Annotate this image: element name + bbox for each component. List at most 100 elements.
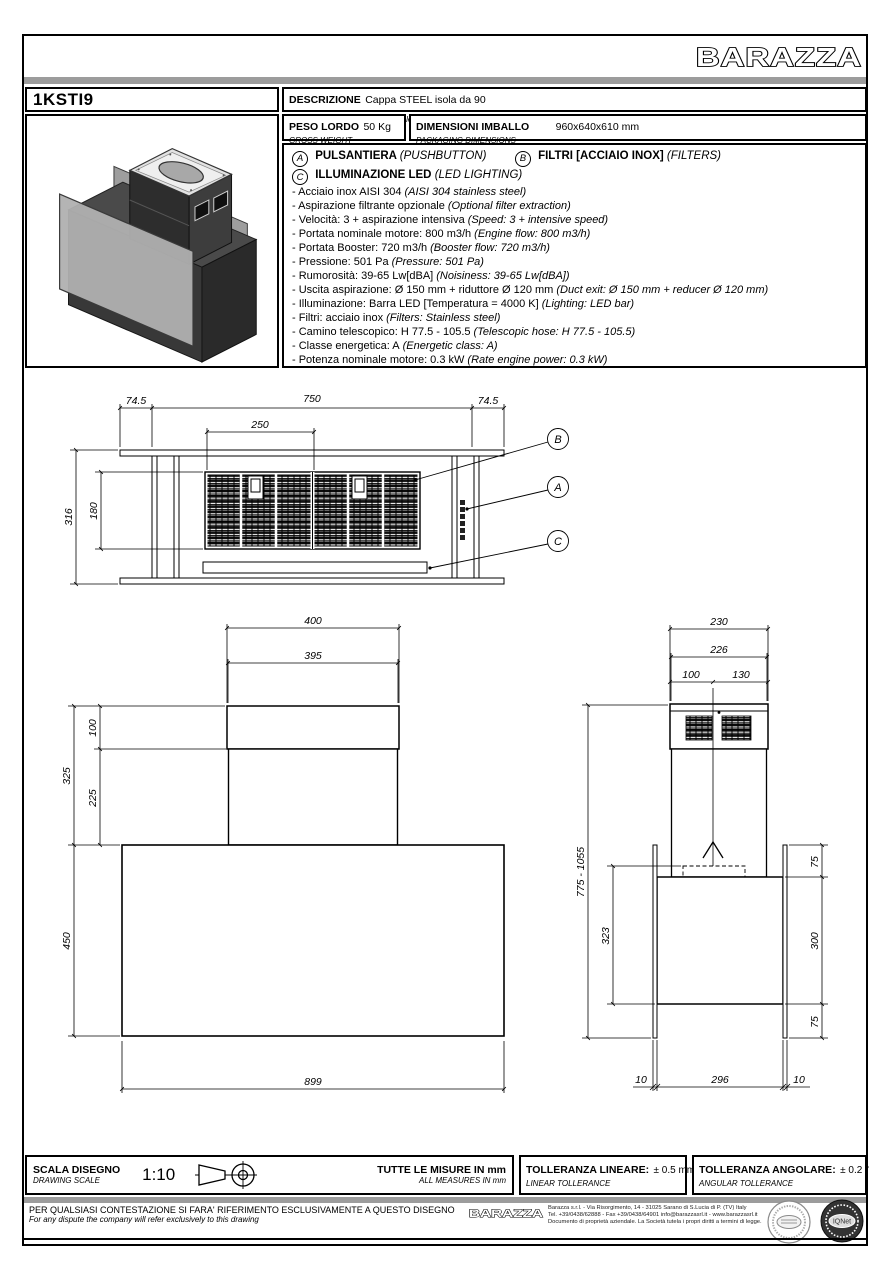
- certification-stamps: IQNet: [764, 1198, 866, 1246]
- callout-c-letter: C: [296, 171, 304, 183]
- gross-weight-value: 50 Kg: [363, 121, 391, 133]
- scale-label-it: SCALA DISEGNO: [33, 1164, 121, 1176]
- callout-c-drawing-letter: C: [554, 536, 562, 548]
- dim-body-width: 899: [304, 1076, 322, 1088]
- dim-glass-left: 10: [635, 1074, 647, 1086]
- specs-box: A PULSANTIERA (PUSHBUTTON) B FILTRI [ACC…: [282, 143, 867, 368]
- dim-overhang-right: 74.5: [478, 395, 499, 407]
- product-code: 1KSTI9: [33, 90, 94, 109]
- dim-chimney-width: 395: [304, 650, 322, 662]
- description-label-it: DESCRIZIONE: [289, 94, 361, 106]
- dim-offset-left: 100: [682, 669, 700, 681]
- dim-gap-top: 75: [809, 856, 821, 868]
- spec-line: - Velocità: 3 + aspirazione intensiva(Sp…: [292, 214, 609, 226]
- product-image-box: [25, 114, 279, 368]
- front-view-drawing: 400 395 100 325 225 450 899: [61, 615, 507, 1093]
- dim-depth: 316: [63, 508, 75, 526]
- gross-weight-label-en: GROSS WEIGHT: [289, 136, 353, 145]
- footer-divider: [24, 1197, 866, 1203]
- product-isometric-icon: [59, 147, 258, 363]
- technical-drawings: 74.5 750 74.5 250 316 180 B A C: [61, 393, 828, 1093]
- dim-side-top-width: 230: [709, 616, 728, 628]
- dim-inner-height: 323: [600, 927, 612, 945]
- spec-line: - Pressione: 501 Pa(Pressure: 501 Pa): [292, 256, 484, 268]
- spec-line: - Classe energetica: A(Energetic class: …: [292, 340, 498, 352]
- spec-line: - Camino telescopico: H 77.5 - 105.5(Tel…: [292, 326, 636, 338]
- dim-chimney-top-width: 400: [304, 615, 322, 627]
- packaging-box: DIMENSIONI IMBALLO 960x640x610 mm PACKAG…: [409, 114, 867, 145]
- spec-line: - Filtri: acciaio inox(Filters: Stainles…: [292, 312, 501, 324]
- spec-line: - Illuminazione: Barra LED [Temperatura …: [292, 298, 635, 310]
- linear-tolerance-value: ± 0.5 mm: [653, 1165, 696, 1176]
- header-divider: [24, 77, 866, 84]
- dim-overhang-left: 74.5: [126, 395, 147, 407]
- dim-filter-depth: 180: [88, 502, 100, 520]
- linear-tolerance-label-it: TOLLERANZA LINEARE:: [526, 1164, 650, 1176]
- brand-logo: BARAZZA: [694, 40, 864, 74]
- callout-a-drawing-letter: A: [553, 482, 561, 494]
- filter-handle: [351, 475, 368, 500]
- callout-b-badge: B: [514, 150, 531, 167]
- spec-line: - Acciaio inox AISI 304(AISI 304 stainle…: [292, 186, 527, 198]
- spec-line: - Aspirazione filtrante opzionale(Option…: [292, 200, 571, 212]
- dim-height-range: 775 - 1055: [575, 847, 587, 897]
- glass-panel-edge: [652, 844, 658, 1039]
- measures-note-en: ALL MEASURES IN mm: [419, 1176, 506, 1185]
- linear-tolerance-box: TOLLERANZA LINEARE: ± 0.5 mm LINEAR TOLL…: [519, 1155, 695, 1195]
- spec-line: - Portata nominale motore: 800 m3/h(Engi…: [292, 228, 591, 240]
- dim-gap-bottom: 75: [809, 1016, 821, 1028]
- description-value-it: Cappa STEEL isola da 90: [365, 94, 486, 106]
- dim-lower-height: 225: [87, 789, 99, 808]
- feature-row-ab: A PULSANTIERA (PUSHBUTTON) B FILTRI [ACC…: [292, 148, 857, 167]
- gross-weight-box: PESO LORDO 50 Kg GROSS WEIGHT: [282, 114, 406, 145]
- projection-symbol-icon: [195, 1161, 258, 1189]
- disclaimer-it: PER QUALSIASI CONTESTAZIONE SI FARA' RIF…: [29, 1205, 455, 1215]
- airflow-arrow: [702, 840, 724, 859]
- spec-line: - Uscita aspirazione: Ø 150 mm + ridutto…: [292, 284, 769, 296]
- side-view-drawing: 230 226 100 130 775 - 1055 323 75 300 75…: [575, 616, 828, 1091]
- barazza-logo-icon: BARAZZA: [695, 41, 862, 73]
- company-address-line1: Barazza s.r.l. - Via Risorgimento, 14 - …: [548, 1205, 747, 1211]
- callout-b-circle: [547, 428, 569, 450]
- callout-c-badge: C: [292, 169, 308, 185]
- led-bar: [202, 561, 428, 574]
- product-code-box: 1KSTI9: [25, 87, 279, 112]
- feature-b-label-en: (FILTERS): [666, 150, 721, 162]
- feature-b-label: FILTRI [ACCIAIO INOX]: [538, 150, 664, 162]
- page-border: [22, 34, 868, 1246]
- dim-body-height: 450: [61, 932, 73, 950]
- linear-tolerance-label-en: LINEAR TOLLERANCE: [526, 1179, 611, 1188]
- spec-line: - Rumorosità: 39-65 Lw[dBA](Noisiness: 3…: [292, 270, 570, 282]
- dim-glass-right: 10: [793, 1074, 805, 1086]
- company-address-line2: Tel. +39/0438/62888 - Fax +39/0438/64901…: [548, 1212, 758, 1218]
- angular-tolerance-label-it: TOLLERANZA ANGOLARE:: [699, 1164, 836, 1176]
- callout-a-circle: [547, 476, 569, 498]
- brand-logo-text: BARAZZA: [696, 42, 862, 72]
- dim-filter-width: 250: [250, 419, 269, 431]
- scale-box: SCALA DISEGNO DRAWING SCALE 1:10 TUTTE L…: [25, 1155, 514, 1195]
- scale-value: 1:10: [142, 1165, 176, 1184]
- feature-a-label: PULSANTIERA: [315, 150, 397, 162]
- pushbutton-panel: [460, 500, 465, 540]
- angular-tolerance-label-en: ANGULAR TOLLERANCE: [699, 1179, 794, 1188]
- company-address-line3: Documento di proprietà aziendale. La Soc…: [548, 1219, 762, 1225]
- spec-line: - Potenza nominale motore: 0.3 kW(Rate e…: [292, 354, 608, 366]
- feature-c-label: ILLUMINAZIONE LED: [315, 168, 432, 181]
- company-address: Barazza s.r.l. - Via Risorgimento, 14 - …: [548, 1205, 766, 1226]
- vent-grille: [721, 715, 752, 741]
- duct-exit-dashed: [682, 865, 746, 878]
- iqnet-stamp-icon: IQNet: [820, 1199, 864, 1243]
- feature-a-label-en: (PUSHBUTTON): [399, 150, 487, 162]
- dim-upper-height: 100: [87, 719, 99, 737]
- angular-tolerance-box: TOLLERANZA ANGOLARE: ± 0.2 ° ANGULAR TOL…: [692, 1155, 869, 1195]
- vent-grille: [685, 715, 713, 741]
- csq-stamp-icon: [767, 1200, 811, 1244]
- packaging-label-en: PACKAGING DIMENSIONS: [416, 136, 516, 145]
- callout-a-badge: A: [292, 150, 308, 167]
- dim-side-body-height: 300: [809, 932, 821, 950]
- feature-c-label-en: (LED LIGHTING): [434, 168, 523, 181]
- svg-text:BARAZZA: BARAZZA: [469, 1208, 543, 1220]
- callout-b-letter: B: [519, 153, 527, 164]
- disclaimer-en: For any dispute the company will refer e…: [29, 1215, 259, 1224]
